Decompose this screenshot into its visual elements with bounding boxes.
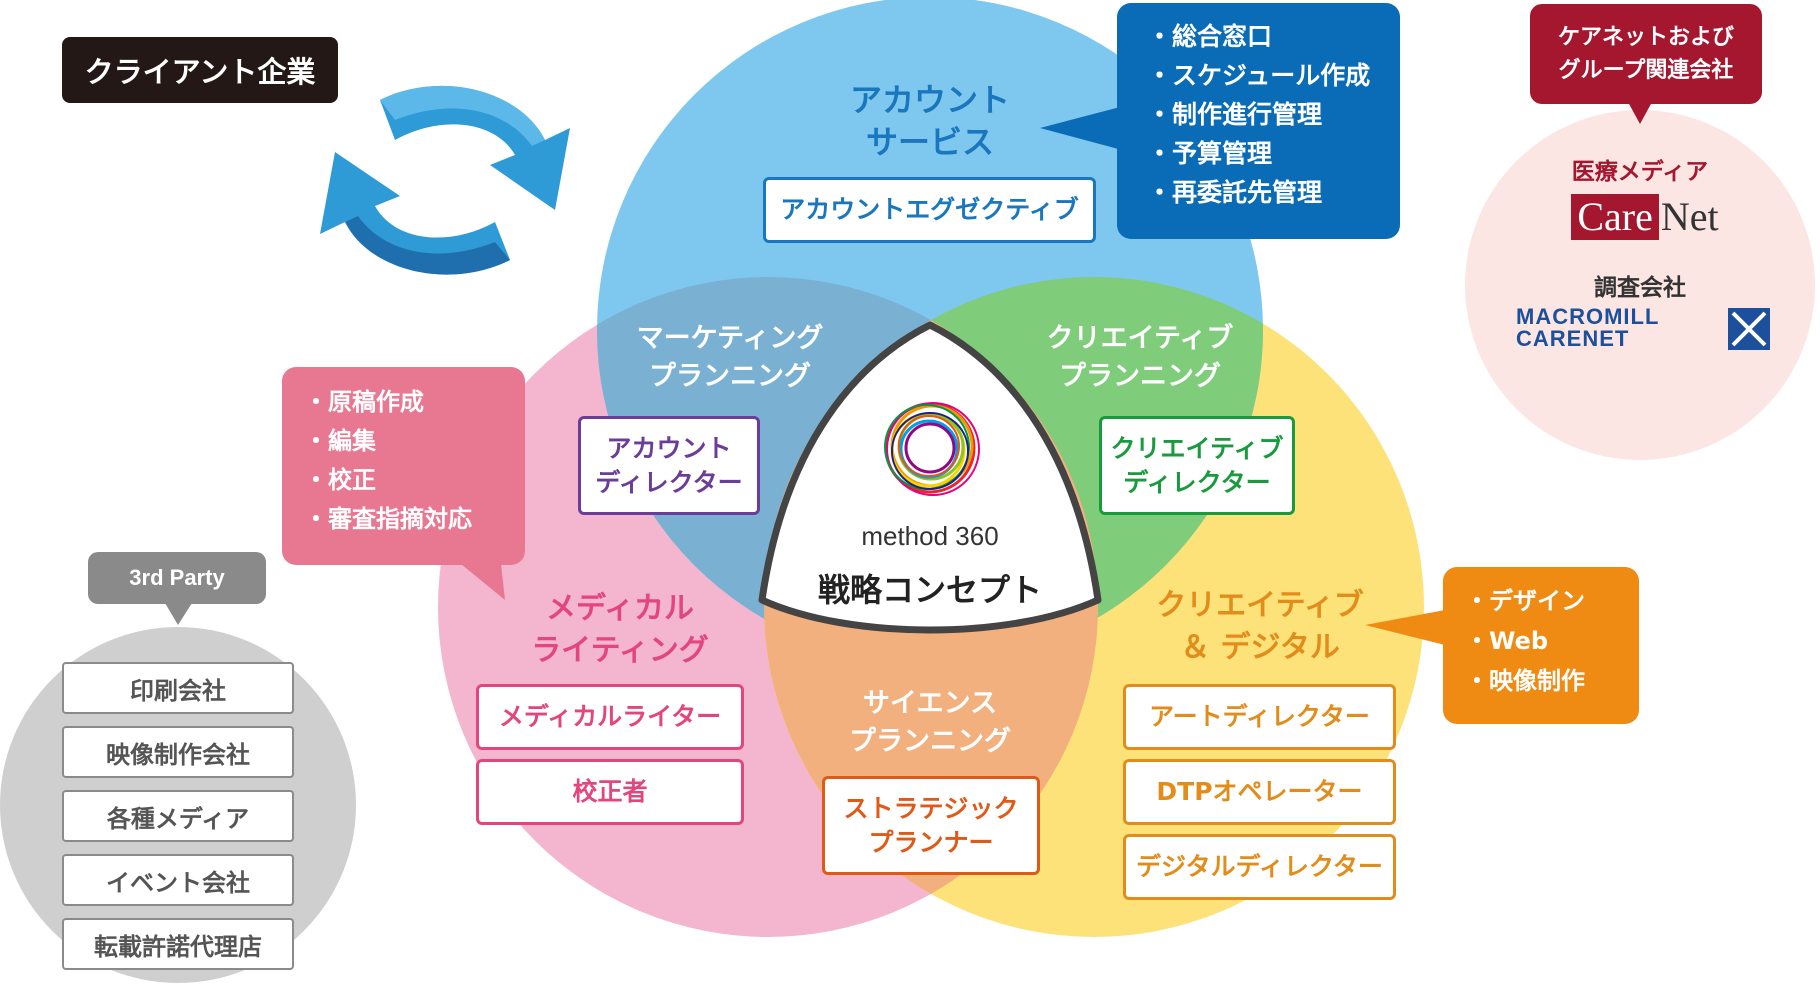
macromill-logo-text: MACROMILL CARENET <box>1516 306 1726 350</box>
third-party-label: 3rd Party <box>88 552 266 604</box>
role-account-director: アカウント ディレクター <box>578 416 760 515</box>
third-party-item: 転載許諾代理店 <box>62 918 294 970</box>
area-medical-writing: メディカル ライティング <box>531 591 709 668</box>
method360-ring-icon <box>884 402 980 496</box>
carenet-logo-care: Care <box>1571 194 1659 240</box>
account-task-item: ・スケジュール作成 <box>1147 61 1371 90</box>
area-science-planning: サイエンス プランニング <box>849 688 1011 757</box>
area-marketing-planning: マーケティング プランニング <box>636 323 824 392</box>
group-circle <box>1465 110 1815 460</box>
third-party-pointer <box>165 603 192 625</box>
group-header-pointer <box>1628 102 1652 124</box>
writing-task-item: ・校正 <box>304 466 376 494</box>
macromill-logo-icon <box>1728 308 1770 350</box>
digital-task-item: ・映像制作 <box>1465 667 1585 695</box>
writing-task-item: ・原稿作成 <box>304 388 424 416</box>
macromill-logo-line2: CARENET <box>1516 326 1630 351</box>
area-creative-planning: クリエイティブ プランニング <box>1046 323 1234 392</box>
third-party-item: 映像制作会社 <box>62 726 294 778</box>
strategy-concept-label: 戦略コンセプト <box>817 571 1042 609</box>
group-header: ケアネットおよび グループ関連会社 <box>1530 4 1762 104</box>
role-art-director: アートディレクター <box>1123 684 1396 750</box>
refresh-arrows-icon <box>320 85 570 275</box>
account-task-item: ・総合窓口 <box>1147 22 1273 51</box>
role-medical-writer: メディカルライター <box>476 684 744 750</box>
medical-media-label: 医療メディア <box>1571 159 1709 185</box>
area-creative-digital: クリエイティブ ＆ デジタル <box>1156 588 1364 665</box>
role-account-executive: アカウントエグゼクティブ <box>763 177 1096 243</box>
writing-callout-pointer <box>450 555 505 600</box>
account-task-item: ・予算管理 <box>1147 139 1273 168</box>
role-dtp-operator: DTPオペレーター <box>1123 759 1396 825</box>
writing-task-item: ・審査指摘対応 <box>304 505 472 533</box>
account-callout-pointer <box>1040 107 1122 150</box>
digital-callout-pointer <box>1365 610 1445 645</box>
writing-tasks-callout: ・原稿作成 ・編集 ・校正 ・審査指摘対応 <box>282 367 525 565</box>
client-label: クライアント企業 <box>62 37 338 103</box>
digital-task-item: ・デザイン <box>1465 587 1585 615</box>
third-party-item: イベント会社 <box>62 854 294 906</box>
research-company-label: 調査会社 <box>1594 275 1686 301</box>
carenet-logo: Care Net <box>1546 193 1746 241</box>
third-party-item: 各種メディア <box>62 790 294 842</box>
area-account-service: アカウント サービス <box>849 81 1010 161</box>
account-task-item: ・制作進行管理 <box>1147 100 1323 129</box>
macromill-logo-line1: MACROMILL <box>1516 304 1660 329</box>
carenet-logo-net: Net <box>1660 194 1719 239</box>
digital-tasks-callout: ・デザイン ・Web ・映像制作 <box>1443 567 1639 724</box>
third-party-item: 印刷会社 <box>62 662 294 714</box>
role-strategic-planner: ストラテジック プランナー <box>822 776 1040 875</box>
role-digital-director: デジタルディレクター <box>1123 834 1396 900</box>
account-task-item: ・再委託先管理 <box>1147 178 1323 207</box>
account-tasks-callout: ・総合窓口 ・スケジュール作成 ・制作進行管理 ・予算管理 ・再委託先管理 <box>1117 3 1400 239</box>
method360-logo-text: method 360 <box>861 521 999 551</box>
digital-task-item: ・Web <box>1465 627 1549 655</box>
role-creative-director: クリエイティブ ディレクター <box>1099 416 1295 515</box>
role-proofreader: 校正者 <box>476 759 744 825</box>
writing-task-item: ・編集 <box>304 427 376 455</box>
